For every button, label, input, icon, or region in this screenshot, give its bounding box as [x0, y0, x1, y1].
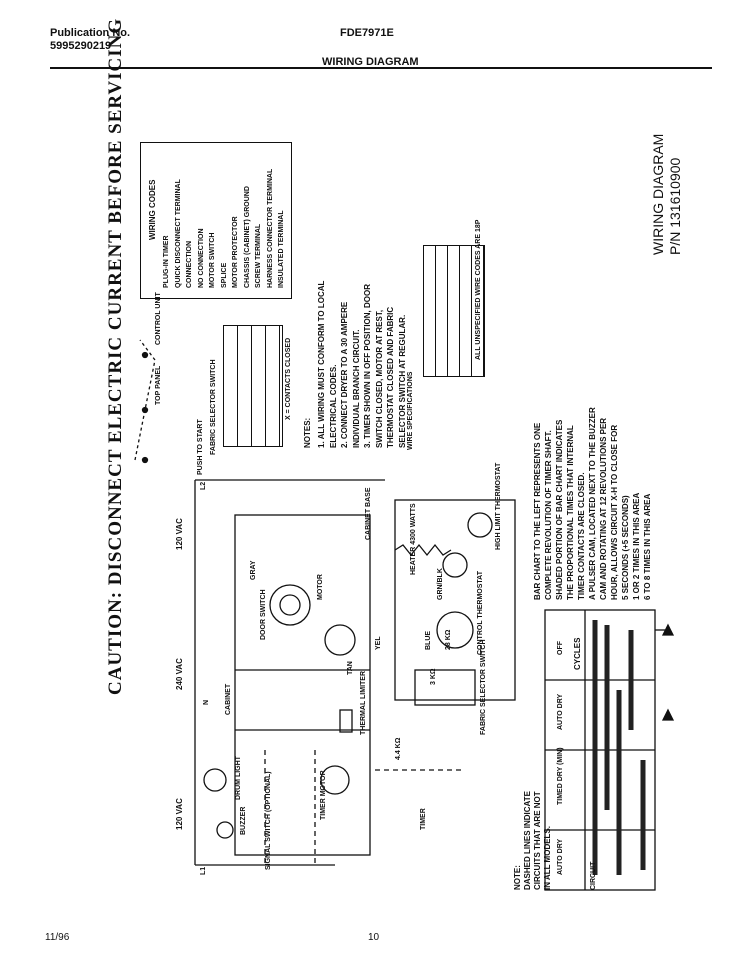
wiring-schematic: [134, 339, 675, 891]
cycles-group-label: TIMED DRY (MIN): [557, 747, 564, 805]
label-high-limit: HIGH LIMIT THERMOSTAT: [495, 462, 502, 550]
label-fabric-selector-switch: FABRIC SELECTOR SWITCH: [480, 639, 487, 735]
cycles-group-label: AUTO DRY: [557, 838, 564, 875]
label-l2: L2: [200, 481, 207, 490]
dashed-note-line: DASHED LINES INDICATE: [523, 791, 532, 890]
dashed-note-line: NOTE:: [513, 865, 522, 890]
label-ohm-4k: 4.4 KΩ: [395, 737, 402, 760]
label-wire-gray: GRAY: [250, 560, 257, 580]
label-cabinet: CABINET: [225, 683, 232, 715]
label-timer-motor: TIMER MOTOR: [320, 770, 327, 820]
header-rule: [50, 67, 712, 69]
label-120vac-left: 120 VAC: [175, 798, 184, 830]
label-wire-grn-blk: GRN/BLK: [437, 568, 444, 600]
label-signal-switch: SIGNAL SWITCH (OPTIONAL): [265, 771, 272, 870]
label-push-to-start: PUSH TO START: [197, 419, 204, 475]
label-120vac-right: 120 VAC: [175, 518, 184, 550]
label-control-unit: CONTROL UNIT: [155, 292, 162, 345]
dashed-note-line: IN ALL MODELS.: [543, 826, 552, 890]
cycles-group-label: OFF: [557, 641, 564, 655]
dashed-note-line: CIRCUITS THAT ARE NOT: [533, 791, 542, 890]
label-heater: HEATER 4300 WATTS: [410, 503, 417, 575]
footer-date: 11/96: [45, 932, 70, 943]
cycles-title: CYCLES: [573, 637, 582, 670]
label-l1: L1: [200, 866, 207, 875]
label-wire-yel: YEL: [375, 636, 382, 650]
label-buzzer: BUZZER: [240, 806, 247, 835]
label-thermal-limiter: THERMAL LIMITER: [360, 670, 367, 735]
label-n: N: [203, 699, 210, 705]
label-top-panel: TOP PANEL: [155, 365, 162, 405]
publication-label: Publication No.: [50, 27, 131, 39]
publication-number: 5995290219: [50, 40, 112, 52]
label-ohm-28k: 28 KΩ: [445, 629, 452, 650]
page-number: 10: [368, 932, 380, 943]
wire-specs-table: [423, 245, 485, 377]
fabric-selector-table: [223, 325, 283, 447]
model-number: FDE7971E: [340, 27, 394, 39]
label-240vac: 240 VAC: [175, 658, 184, 690]
label-cabinet-base: CABINET BASE: [365, 487, 372, 540]
diagram-area: CAUTION: DISCONNECT ELECTRIC CURRENT BEF…: [85, 18, 685, 891]
label-wire-blue: BLUE: [425, 630, 432, 650]
wiring-codes-box: [140, 142, 292, 299]
section-title: WIRING DIAGRAM: [322, 56, 419, 68]
cycles-circuit-label: CIRCUIT: [590, 861, 597, 890]
label-door-switch: DOOR SWITCH: [260, 589, 267, 640]
cycles-group-label: AUTO DRY: [557, 693, 564, 730]
label-wire-tan: TAN: [347, 661, 354, 675]
label-ohm-3k: 3 KΩ: [430, 668, 437, 685]
label-timer: TIMER: [420, 808, 427, 830]
label-motor: MOTOR: [317, 574, 324, 600]
label-drum-light: DRUM LIGHT: [235, 756, 242, 800]
